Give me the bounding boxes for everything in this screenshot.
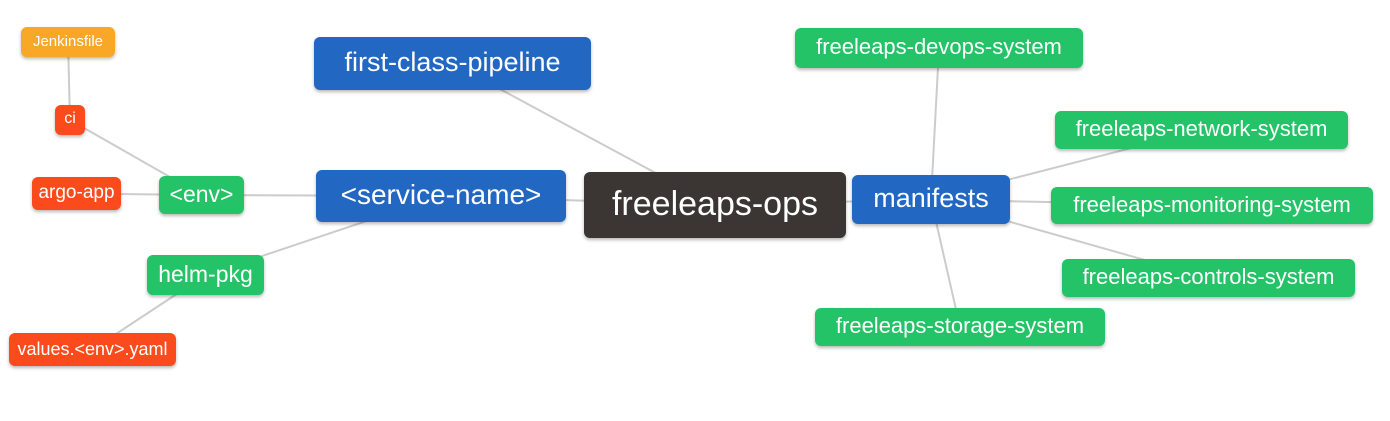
node-controls-system[interactable]: freeleaps-controls-system: [1062, 259, 1355, 297]
node-label-network-system: freeleaps-network-system: [1075, 116, 1328, 141]
node-label-monitoring-system: freeleaps-monitoring-system: [1073, 191, 1351, 217]
node-label-argo-app: argo-app: [38, 182, 115, 203]
node-jenkinsfile[interactable]: Jenkinsfile: [21, 27, 115, 57]
node-label-values-env-yaml: values.<env>.yaml: [17, 338, 168, 359]
node-env[interactable]: <env>: [159, 176, 244, 214]
node-label-service-name: <service-name>: [340, 179, 542, 210]
edge-manifests-devops-system: [930, 47, 940, 200]
node-label-first-class-pipeline: first-class-pipeline: [344, 47, 561, 77]
node-label-storage-system: freeleaps-storage-system: [835, 313, 1085, 338]
node-manifests[interactable]: manifests: [852, 175, 1010, 224]
node-label-helm-pkg: helm-pkg: [158, 260, 253, 287]
node-argo-app[interactable]: argo-app: [32, 177, 121, 210]
node-label-env: <env>: [169, 180, 234, 207]
node-label-manifests: manifests: [873, 183, 989, 213]
node-devops-system[interactable]: freeleaps-devops-system: [795, 28, 1083, 68]
node-label-freeleaps-ops: freeleaps-ops: [611, 185, 818, 223]
node-label-devops-system: freeleaps-devops-system: [816, 34, 1062, 59]
node-label-ci: ci: [64, 110, 76, 127]
node-freeleaps-ops[interactable]: freeleaps-ops: [584, 172, 846, 238]
node-helm-pkg[interactable]: helm-pkg: [147, 255, 264, 295]
node-monitoring-system[interactable]: freeleaps-monitoring-system: [1051, 187, 1373, 224]
node-service-name[interactable]: <service-name>: [316, 170, 566, 222]
node-ci[interactable]: ci: [55, 105, 85, 135]
node-storage-system[interactable]: freeleaps-storage-system: [815, 308, 1105, 346]
node-network-system[interactable]: freeleaps-network-system: [1055, 111, 1348, 149]
node-label-jenkinsfile: Jenkinsfile: [32, 32, 104, 50]
node-first-class-pipeline[interactable]: first-class-pipeline: [314, 37, 591, 90]
node-label-controls-system: freeleaps-controls-system: [1082, 264, 1335, 289]
node-values-env-yaml[interactable]: values.<env>.yaml: [9, 333, 176, 366]
